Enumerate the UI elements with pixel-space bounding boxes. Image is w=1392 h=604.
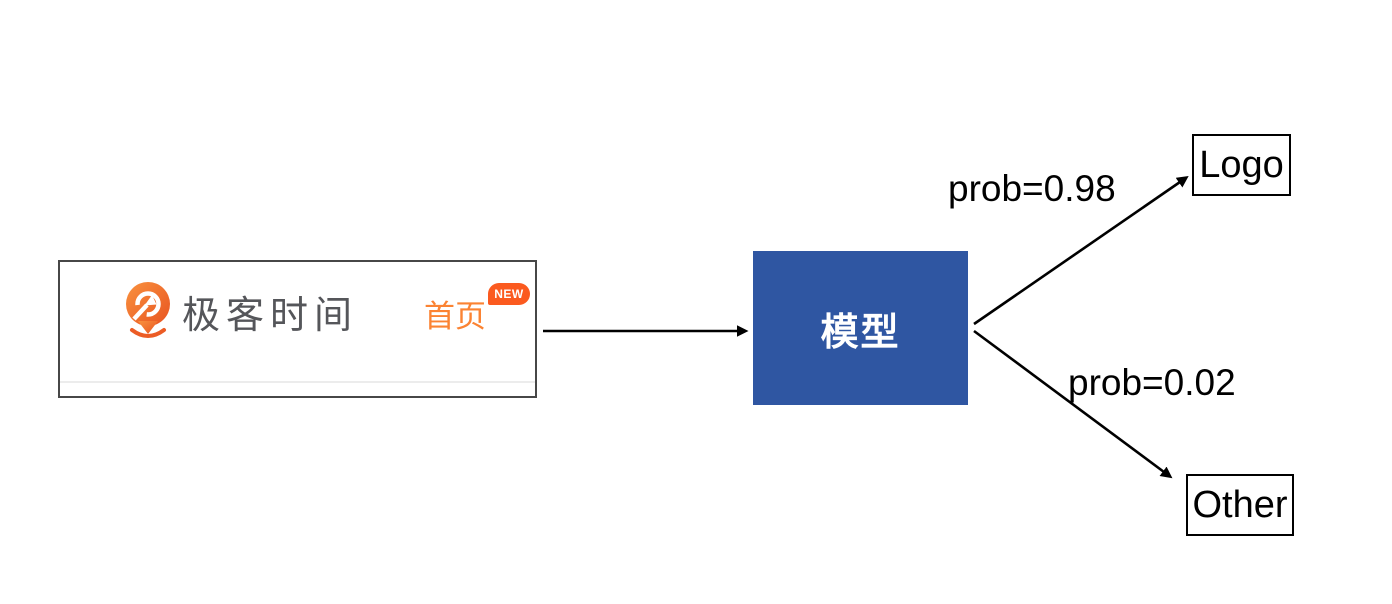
model-node-label: 模型 — [820, 311, 901, 354]
output-node-other-label: Other — [1192, 483, 1288, 526]
output-node-logo: Logo — [1192, 134, 1291, 196]
card-divider — [60, 381, 535, 383]
geektime-logo-icon — [126, 282, 170, 338]
output-node-logo-label: Logo — [1199, 143, 1284, 186]
output-node-other: Other — [1186, 474, 1294, 536]
edge-label-prob-logo: prob=0.98 — [948, 168, 1116, 209]
input-image-card: 极客时间 首页 NEW — [58, 260, 537, 398]
edge-label-prob-other: prob=0.02 — [1068, 362, 1236, 403]
brand-name: 极客时间 — [182, 295, 359, 337]
model-node: 模型 — [753, 251, 968, 405]
new-badge: NEW — [488, 283, 530, 305]
nav-home-link: 首页 — [424, 299, 486, 334]
